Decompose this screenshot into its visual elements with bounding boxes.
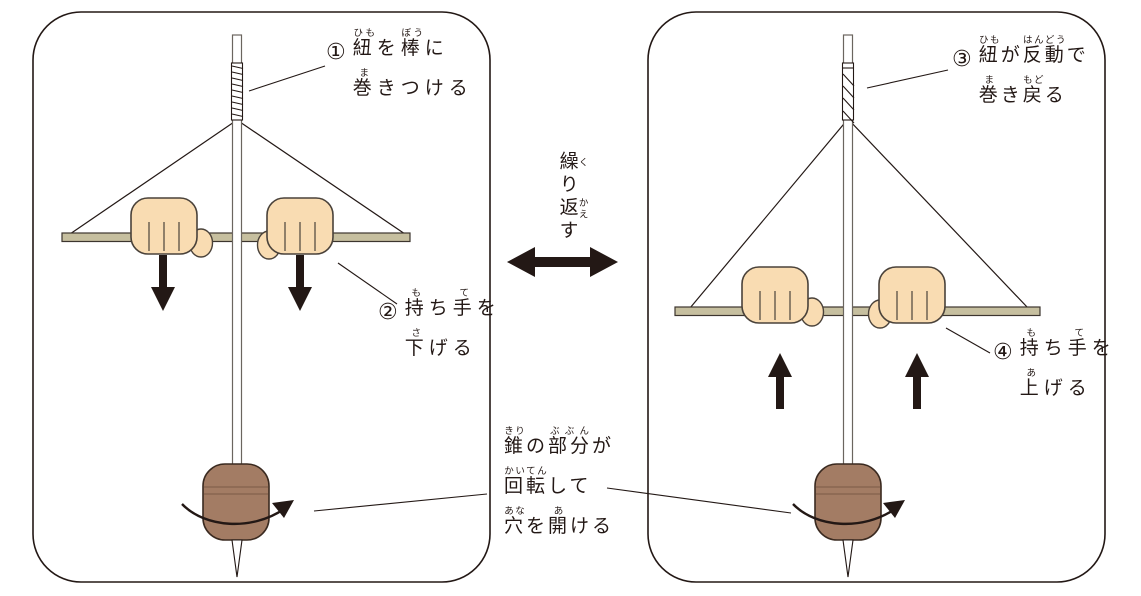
repeat-label: 繰くり返かえす (556, 151, 588, 243)
repeat-double-arrow-icon (507, 247, 618, 277)
right-panel (647, 11, 1106, 583)
down-arrow-icon (288, 255, 312, 311)
cord-right (847, 118, 1029, 309)
drill-weight (202, 463, 270, 541)
drill-note: 錐きりの部分ぶぶんが 回転かいてんして 穴あなを開あける (504, 426, 614, 544)
cord-wrap-wound (230, 62, 244, 121)
step3-note: ③ 紐ひもが反動はんどうで 巻まき戻もどる (952, 35, 1089, 113)
cord-left (69, 119, 238, 235)
rotation-arrow-icon (181, 500, 294, 526)
drill-point (842, 539, 854, 578)
leader-step2 (337, 262, 398, 305)
fingers (759, 291, 791, 320)
step1-line2: 巻まきつける (352, 68, 473, 99)
step3-number: ③ (952, 46, 972, 71)
fingers (148, 222, 180, 251)
step1-note: ① 紐ひもを棒ぼうに 巻まきつける (326, 28, 473, 106)
step3-line2: 巻まき戻もどる (978, 75, 1067, 106)
step2-line1: 持もち手てを (404, 288, 501, 319)
rotation-arrow-icon (792, 500, 905, 526)
step4-number: ④ (993, 339, 1013, 364)
handle-bar (674, 306, 1041, 317)
left-hand (130, 197, 214, 258)
step4-note: ④ 持もち手てを 上あげる (993, 328, 1116, 406)
leader-lines (248, 65, 991, 514)
leader-step3 (866, 69, 949, 89)
step4-line2: 上あげる (1019, 368, 1092, 399)
leader-step1 (248, 65, 326, 92)
leader-drill-right (606, 487, 792, 514)
right-hand (867, 266, 946, 329)
drill-weight (814, 463, 882, 541)
drill-note-line3: 穴あなを開あける (504, 506, 615, 537)
cord-wrap-unwinding (841, 62, 855, 124)
up-arrow-icon (768, 353, 792, 409)
drill-point (231, 539, 243, 578)
fingers (284, 222, 316, 251)
left-panel-border (32, 11, 491, 583)
fingers (896, 291, 928, 320)
right-hand (256, 197, 334, 260)
step2-line2: 下さげる (404, 328, 477, 359)
leader-drill-left (313, 493, 488, 512)
left-panel (32, 11, 491, 583)
right-panel-border (647, 11, 1106, 583)
down-arrow-icon (151, 255, 175, 311)
cord-left (689, 118, 849, 309)
cord-right (236, 119, 406, 235)
step2-number: ② (378, 299, 398, 324)
step1-line1: 紐ひもを棒ぼうに (352, 28, 449, 59)
step1-number: ① (326, 39, 346, 64)
step3-line1: 紐ひもが反動はんどうで (978, 35, 1089, 66)
step4-line1: 持もち手てを (1019, 328, 1116, 359)
drill-note-line1: 錐きりの部分ぶぶんが (504, 426, 615, 457)
step2-note: ② 持もち手てを 下さげる (378, 288, 501, 366)
up-arrow-icon (905, 353, 929, 409)
drill-note-line2: 回転かいてんして (504, 466, 592, 497)
left-hand (741, 266, 825, 327)
leader-step4 (945, 327, 991, 354)
